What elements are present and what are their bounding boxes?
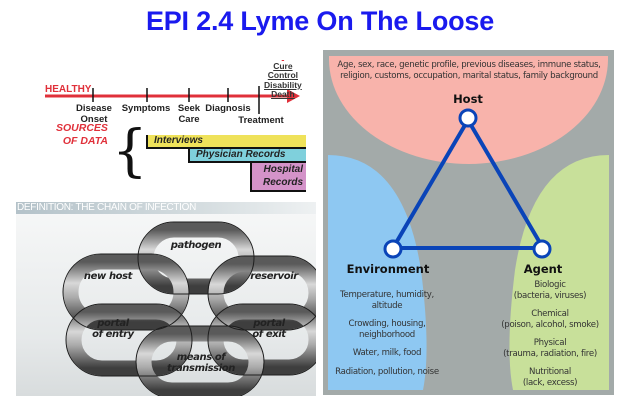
- chain-heading: DEFINITION: THE CHAIN OF INFECTION: [16, 202, 316, 214]
- environment-node: [383, 239, 403, 259]
- chain-label-means-of-transmission: means of transmission: [161, 352, 241, 374]
- chain-label-text: pathogen: [170, 240, 222, 251]
- chain-label-text: portal: [253, 318, 285, 329]
- epidemiologic-triad-panel: Age, sex, race, genetic profile, previou…: [323, 50, 614, 395]
- stage-label: Onset: [80, 114, 108, 125]
- stage-label: Care: [178, 114, 200, 125]
- environment-factor: Crowding, housing,neighborhood: [348, 319, 426, 340]
- outcome-item: Control: [267, 70, 298, 80]
- chain-label-new-host: new host: [78, 271, 138, 282]
- host-node: [458, 108, 478, 128]
- environment-factor: Radiation, pollution, noise: [335, 366, 439, 377]
- chain-label-text: transmission: [167, 363, 235, 374]
- page-title: EPI 2.4 Lyme On The Loose: [145, 6, 495, 36]
- source-bar-interviews: Interviews: [146, 135, 306, 149]
- environment-factors: Temperature, humidity,altitude Crowding,…: [327, 290, 447, 385]
- chain-label-text: reservoir: [250, 271, 298, 282]
- environment-factor: Water, milk, food: [352, 348, 422, 358]
- stage-treatment: Treatment: [236, 115, 286, 126]
- agent-factor: Nutritional(lack, excess): [522, 367, 578, 388]
- stage-label: Symptoms: [121, 103, 171, 114]
- stage-label: Treatment: [238, 115, 284, 126]
- sources-label-line: SOURCES: [56, 122, 108, 134]
- outcome-item: Death: [271, 89, 295, 99]
- stage-seek-care: Seek Care: [174, 103, 204, 125]
- agent-factor: Physical(trauma, radiation, fire): [503, 338, 597, 359]
- agent-region: [509, 155, 609, 390]
- source-bar-hospital-records: Hospital Records: [250, 163, 306, 192]
- host-factors-line: religion, customs, occupation, marital s…: [340, 70, 598, 81]
- stage-label: Disease: [76, 103, 112, 114]
- host-factors-line: Age, sex, race, genetic profile, previou…: [337, 60, 601, 70]
- chain-label-text: of exit: [252, 329, 286, 340]
- source-label: Interviews: [154, 135, 203, 146]
- stage-diagnosis: Diagnosis: [203, 103, 253, 114]
- environment-title: Environment: [346, 262, 430, 276]
- sources-of-data-label: SOURCES OF DATA: [56, 122, 108, 148]
- source-label: Records: [262, 177, 303, 188]
- source-label: Hospital: [263, 164, 303, 175]
- stage-symptoms: Symptoms: [118, 103, 174, 114]
- agent-factors: Biologic(bacteria, viruses) Chemical(poi…: [491, 280, 609, 395]
- source-bar-physician-records: Physician Records: [188, 149, 306, 163]
- chain-of-infection-panel: DEFINITION: THE CHAIN OF INFECTION patho…: [16, 202, 316, 396]
- stage-label: Seek: [177, 103, 201, 114]
- host-title: Host: [453, 92, 483, 106]
- natural-history-timeline: HEALTHY Cure Control Disability Death Di…: [0, 52, 320, 197]
- source-label: Physician Records: [196, 149, 286, 160]
- chain-label-text: new host: [83, 271, 133, 282]
- stage-label: Diagnosis: [205, 103, 251, 114]
- chain-label-portal-of-exit: portal of exit: [244, 318, 294, 340]
- chain-links-illustration: [62, 221, 316, 396]
- agent-node: [532, 239, 552, 259]
- environment-factor: Temperature, humidity,altitude: [340, 290, 434, 311]
- chain-label-text: of entry: [92, 329, 134, 340]
- host-factors: Age, sex, race, genetic profile, previou…: [329, 60, 609, 81]
- chain-link-transmission: [136, 326, 264, 396]
- stage-disease-onset: Disease Onset: [72, 103, 116, 125]
- sources-label-line: OF DATA: [62, 135, 108, 147]
- timeline-arrow: [45, 86, 300, 114]
- triad-diagram: [328, 56, 609, 390]
- chain-link-reservoir: [208, 256, 316, 330]
- healthy-label: HEALTHY: [45, 84, 92, 95]
- agent-title: Agent: [523, 262, 563, 276]
- agent-factor: Biologic(bacteria, viruses): [513, 280, 587, 301]
- outcome-item: Disability: [264, 79, 302, 90]
- chain-label-text: portal: [97, 318, 129, 329]
- chain-label-pathogen: pathogen: [161, 240, 231, 251]
- chain-label-portal-of-entry: portal of entry: [86, 318, 140, 340]
- outcome-list: Cure Control Disability Death: [264, 52, 302, 100]
- outcome-item: Cure: [273, 60, 293, 71]
- chain-link-new-host: [63, 254, 189, 330]
- chain-label-reservoir: reservoir: [244, 271, 304, 282]
- agent-factor: Chemical(poison, alcohol, smoke): [501, 309, 599, 330]
- arrow-head-icon: [287, 89, 300, 103]
- triangle: [391, 118, 545, 250]
- curly-brace-icon: {: [112, 119, 148, 184]
- environment-region: [328, 155, 427, 390]
- chain-label-text: means of: [176, 352, 226, 363]
